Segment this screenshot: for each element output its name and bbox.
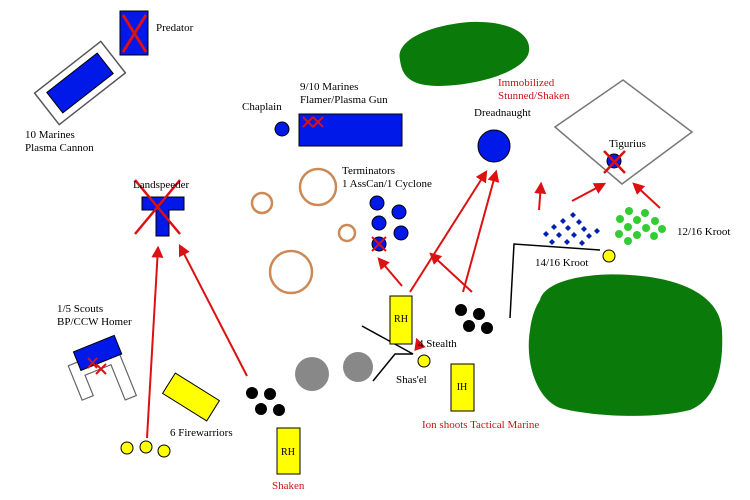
devilfish-tank (161, 372, 221, 422)
forest-top (399, 21, 530, 86)
hammerhead-top (389, 295, 413, 345)
destroyed-cross (603, 150, 626, 174)
vehicle-label-rh: RH (394, 314, 408, 325)
kroot-unit-left (543, 212, 600, 246)
kroot-unit-right (615, 207, 666, 245)
tau-squad-models (246, 387, 285, 416)
tactical-squad-line1: 9/10 Marines (300, 81, 359, 93)
tactical-squad-line2: Flamer/Plasma Gun (300, 94, 388, 106)
shaken-note: Shaken (272, 480, 305, 492)
crater (268, 249, 314, 295)
shooting-arrows (146, 169, 661, 439)
kroot-right-label: 12/16 Kroot (677, 226, 731, 238)
dreadnaught-model (477, 129, 511, 163)
stealth-suits (455, 304, 493, 334)
marines-plasma-cannon-line2: Plasma Cannon (25, 142, 94, 154)
marine-rhino (33, 40, 127, 126)
dreadnaught-status2: Stunned/Shaken (498, 90, 570, 102)
crater (298, 167, 338, 207)
tigurius-area (553, 79, 694, 185)
destroyed-cross (121, 14, 148, 53)
rubble (343, 352, 373, 382)
hammerhead-bottom (276, 427, 301, 475)
ion-note: Ion shoots Tactical Marine (422, 419, 540, 431)
shasel-label: Shas'el (396, 374, 427, 386)
scouts-line1: 1/5 Scouts (57, 303, 104, 315)
forest-right (528, 274, 723, 416)
predator-label: Predator (156, 22, 194, 34)
chaplain-model (274, 121, 290, 137)
destroyed-cross (134, 179, 181, 235)
firewarriors-label: 6 Firewarriors (170, 427, 233, 439)
movement-line (509, 243, 601, 319)
landspeeder-model (141, 196, 185, 237)
terminators-line2: 1 AssCan/1 Cyclone (342, 178, 432, 190)
stealth-label: 4 Stealth (418, 338, 457, 350)
crater (250, 191, 274, 215)
casualty-cross (87, 357, 107, 375)
dreadnaught-status1: Immobilized (498, 77, 555, 89)
scouts-line2: BP/CCW Homer (57, 316, 132, 328)
firewarrior-models (120, 440, 171, 458)
terminator-squad (369, 195, 409, 252)
casualty-cross (302, 116, 324, 128)
landspeeder-label: Landspeeder (133, 179, 190, 191)
scout-transport (67, 334, 138, 401)
kroot-shaper-model (602, 249, 616, 263)
dreadnaught-label: Dreadnaught (474, 107, 531, 119)
marines-plasma-cannon-line1: 10 Marines (25, 129, 75, 141)
shasel-model (417, 354, 431, 368)
crater (337, 223, 357, 243)
tigurius-label: Tigurius (609, 138, 646, 150)
chaplain-label: Chaplain (242, 101, 282, 113)
terminators-line1: Terminators (342, 165, 395, 177)
casualty-cross (371, 236, 387, 252)
kroot-left-label: 14/16 Kroot (535, 257, 589, 269)
hammerhead-ion (450, 363, 475, 412)
movement-line (361, 325, 414, 382)
vehicle-label-rh: RH (281, 447, 295, 458)
vehicle-label-ih: IH (457, 382, 468, 393)
rubble (295, 357, 329, 391)
